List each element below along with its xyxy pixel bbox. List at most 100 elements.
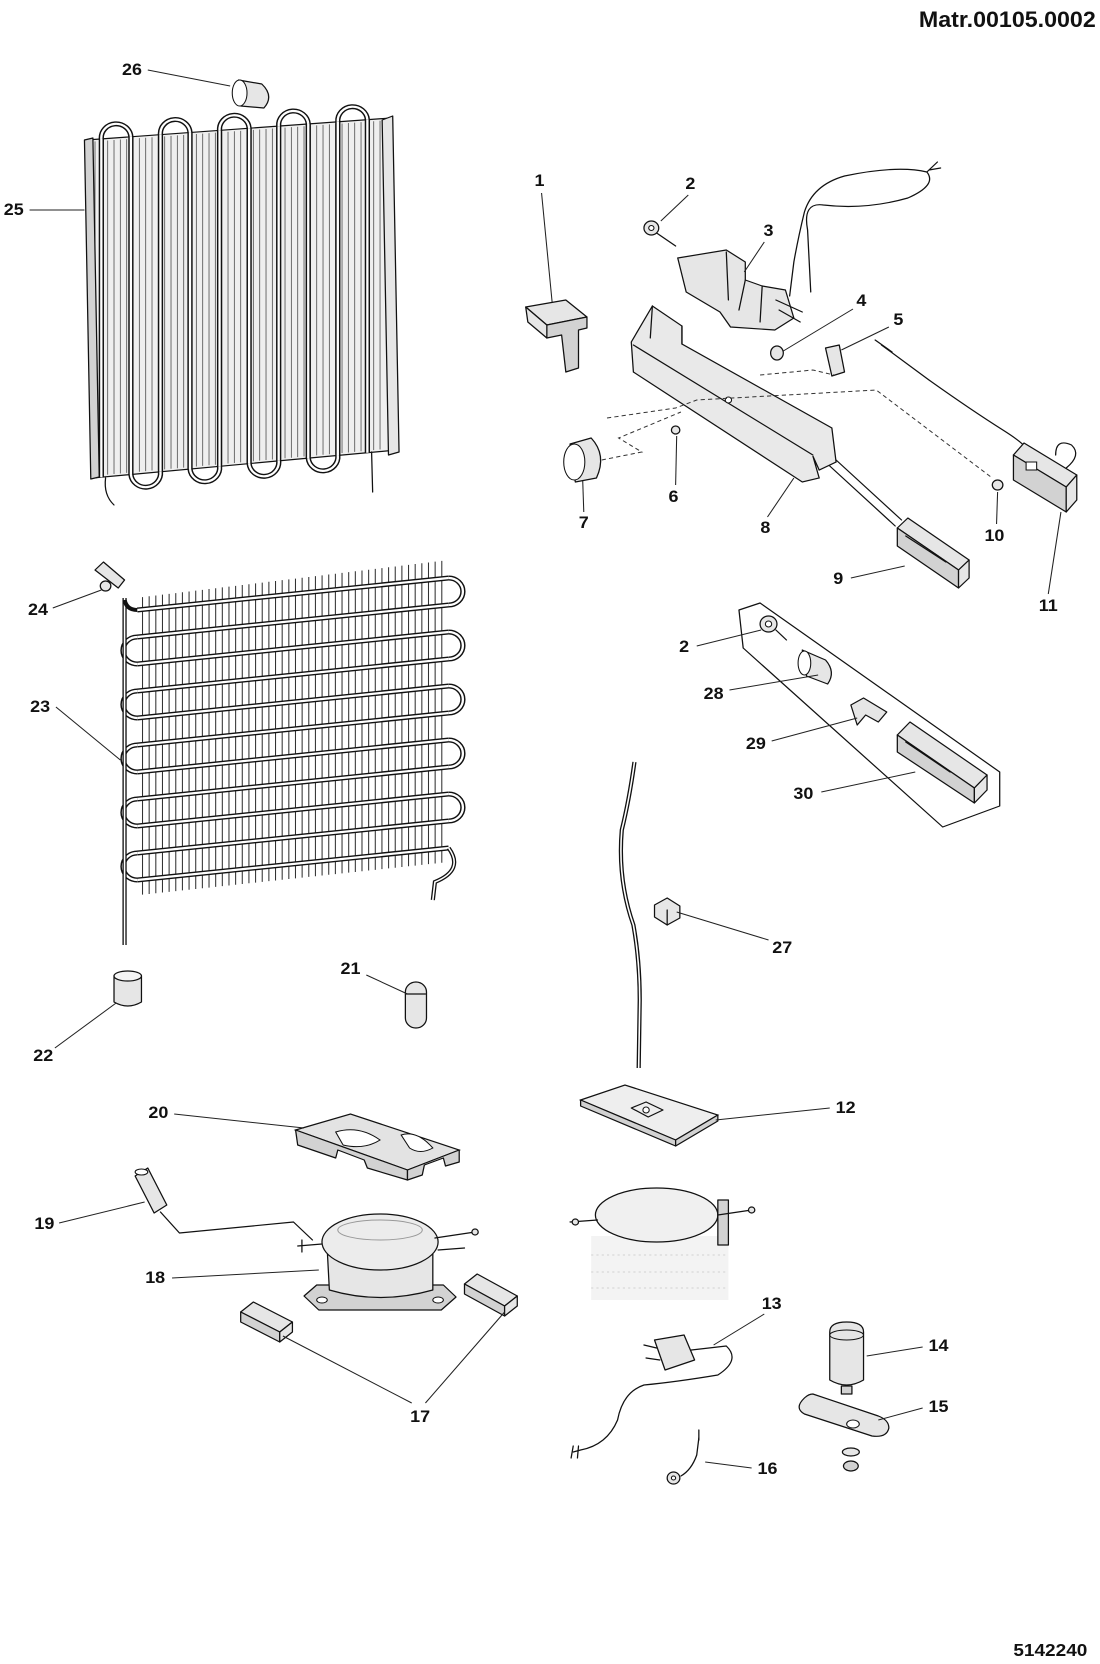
callout-4: 4 — [856, 290, 866, 309]
part-25-tubes — [98, 104, 371, 490]
leader-16 — [705, 1461, 752, 1469]
callout-20: 20 — [148, 1102, 168, 1121]
leader-4 — [783, 308, 854, 352]
part-9 — [829, 459, 970, 589]
coil-bend-right-inner — [448, 738, 464, 769]
tube-bend-bottom-inner — [247, 460, 280, 478]
part-15 — [798, 1393, 890, 1472]
tube-bend-top-inner — [336, 105, 369, 122]
coil-bend-right — [448, 737, 466, 770]
part-19 — [134, 1167, 314, 1241]
part-5 — [824, 344, 846, 377]
coil-run-inner — [137, 846, 449, 882]
part-20 — [293, 1113, 462, 1181]
leader-14 — [866, 1346, 923, 1357]
callout-14: 14 — [929, 1335, 949, 1354]
leader-lines — [29, 69, 1062, 1469]
coil-run-inner — [137, 576, 449, 612]
part-2-kit — [759, 615, 788, 641]
coil-run-inner — [137, 792, 449, 828]
coil-bend-right-inner — [448, 684, 464, 715]
coil-run-inner — [137, 657, 449, 693]
leader-19 — [58, 1201, 145, 1224]
coil-bend-right — [448, 791, 466, 824]
part-26 — [231, 79, 270, 109]
part-10 — [991, 479, 1004, 491]
leader-10 — [996, 491, 999, 525]
callout-7: 7 — [579, 512, 589, 531]
coil-run-inner — [137, 819, 449, 855]
leader-18 — [172, 1269, 319, 1279]
callout-2-top: 2 — [685, 173, 695, 192]
part-3 — [677, 161, 942, 331]
part-1 — [525, 299, 588, 373]
coil-run-inner — [137, 630, 449, 666]
leader-6 — [675, 435, 678, 486]
callout-18: 18 — [145, 1267, 165, 1286]
leader-29 — [771, 717, 858, 742]
leader-2-top — [660, 194, 689, 222]
callout-26: 26 — [122, 59, 142, 78]
part-23-tubes — [120, 575, 466, 883]
leader-30 — [821, 771, 916, 793]
callout-23: 23 — [30, 696, 50, 715]
leader-13 — [713, 1313, 765, 1346]
callout-12: 12 — [836, 1097, 856, 1116]
footer-code: 5142240 — [1013, 1639, 1087, 1659]
part-13 — [570, 1334, 733, 1459]
callout-6: 6 — [669, 486, 679, 505]
leader-1 — [541, 192, 553, 303]
callout-15: 15 — [929, 1396, 949, 1415]
callout-2-kit: 2 — [679, 636, 689, 655]
part-21 — [404, 981, 428, 1029]
tube-bend-top-inner — [218, 114, 251, 131]
leader-21 — [366, 974, 408, 995]
coil-bend-right — [448, 683, 466, 716]
callout-1: 1 — [534, 170, 544, 189]
callout-21: 21 — [341, 958, 361, 977]
part-8 — [630, 305, 837, 483]
callout-17: 17 — [410, 1406, 430, 1425]
part-30 — [896, 721, 988, 804]
tube-bend-top-inner — [277, 109, 310, 127]
leader-20 — [174, 1113, 305, 1129]
callout-29: 29 — [746, 733, 766, 752]
part-23 — [120, 560, 466, 945]
part-7 — [563, 437, 602, 483]
tube-bend-bottom-inner — [307, 455, 339, 472]
callout-5: 5 — [893, 309, 903, 328]
callout-3: 3 — [764, 220, 774, 239]
part-16 — [666, 1429, 700, 1485]
part-4 — [770, 345, 784, 361]
callout-8: 8 — [760, 517, 770, 536]
leader-11 — [1047, 511, 1062, 595]
callout-25: 25 — [4, 199, 24, 218]
callout-19: 19 — [34, 1213, 54, 1232]
leader-12 — [715, 1107, 830, 1121]
leader-7 — [582, 480, 585, 513]
leader-15 — [878, 1407, 923, 1421]
callout-10: 10 — [984, 525, 1004, 544]
coil-bend-right-inner — [448, 792, 464, 823]
leader-22 — [54, 1002, 117, 1049]
leader-23 — [55, 706, 121, 761]
leader-5 — [841, 326, 890, 351]
leader-26 — [147, 69, 231, 87]
callout-24: 24 — [28, 599, 48, 618]
callout-9: 9 — [833, 568, 843, 587]
part-25 — [83, 104, 400, 506]
coil-bend-right-inner — [448, 576, 464, 607]
part-24 — [94, 561, 126, 592]
leader-9 — [850, 565, 905, 579]
leader-3 — [743, 241, 765, 273]
coil-run-inner — [137, 765, 449, 801]
tube-bend-top-inner — [159, 118, 192, 135]
assembly-dashed-lines — [601, 369, 993, 479]
part-22 — [113, 970, 143, 1007]
callout-30: 30 — [793, 783, 813, 802]
coil-run-inner — [137, 684, 449, 720]
part-14 — [829, 1321, 865, 1395]
coil-bend-right — [448, 575, 466, 608]
callout-28: 28 — [704, 683, 724, 702]
